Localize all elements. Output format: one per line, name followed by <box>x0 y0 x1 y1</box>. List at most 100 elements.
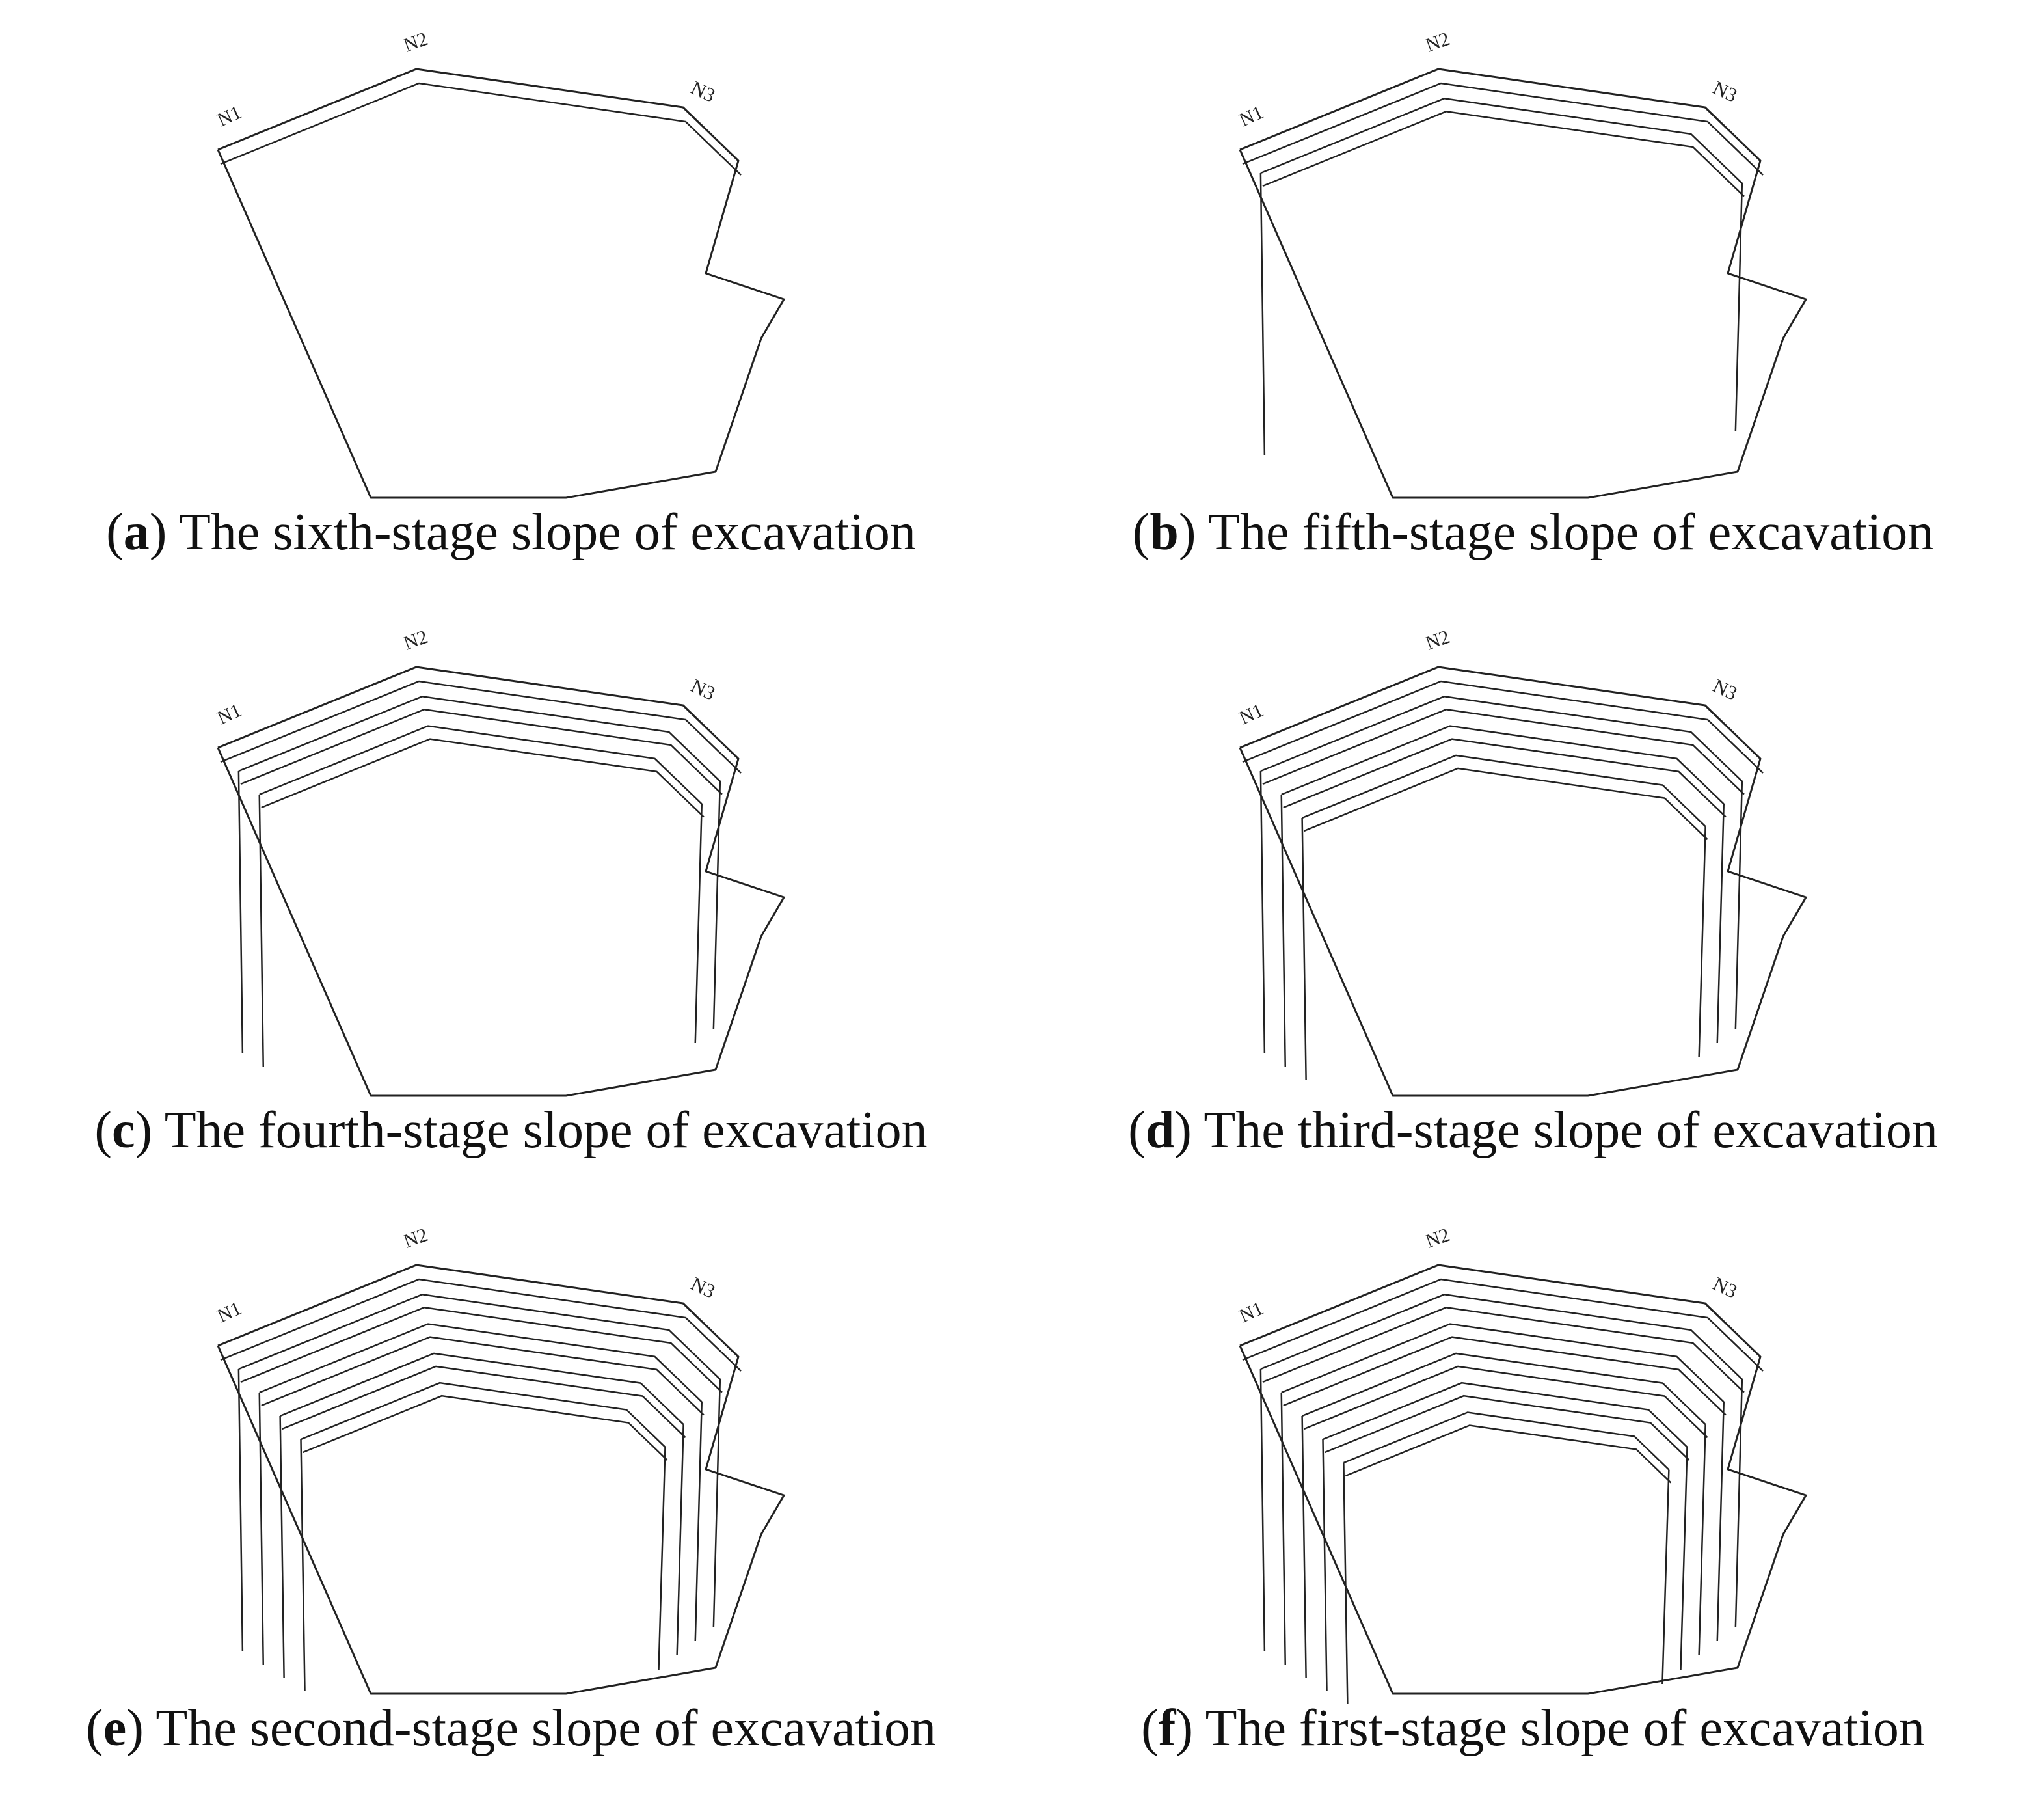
node-label-n3-e: N3 <box>688 1273 718 1302</box>
bench-1-outer-d <box>1260 696 1743 782</box>
bench-face-2-1-c <box>694 804 703 1044</box>
pit-outline-b <box>1239 68 1807 499</box>
caption-letter-d: d <box>1145 1102 1175 1159</box>
crest-line-d <box>1242 680 1764 774</box>
caption-text-b: The fifth-stage slope of excavation <box>1208 504 1934 561</box>
caption-e: (e) The second-stage slope of excavation <box>86 1700 936 1757</box>
caption-f: (f) The first-stage slope of excavation <box>1141 1700 1925 1757</box>
bench-face-4-0-f <box>1322 1439 1328 1691</box>
bench-face-3-1-f <box>1698 1424 1706 1656</box>
pit-outline-e <box>217 1264 785 1695</box>
bench-3-outer-f <box>1302 1352 1706 1426</box>
bench-face-4-1-e <box>658 1447 666 1670</box>
node-label-n2-a: N2 <box>401 28 431 57</box>
bench-face-3-0-f <box>1301 1415 1307 1678</box>
bench-1-inner-e <box>240 1307 723 1393</box>
bench-face-2-1-f <box>1716 1402 1725 1642</box>
bench-4-inner-e <box>303 1394 668 1461</box>
caption-d: (d) The third-stage slope of excavation <box>1128 1102 1938 1159</box>
bench-1-inner-f <box>1262 1307 1745 1393</box>
node-label-n1-a: N1 <box>214 102 245 131</box>
bench-face-1-0-b <box>1259 172 1266 456</box>
bench-face-3-1-e <box>676 1424 684 1656</box>
caption-text-a: The sixth-stage slope of excavation <box>178 504 916 561</box>
pit-outline-c <box>217 666 785 1097</box>
node-label-n1-f: N1 <box>1236 1298 1267 1327</box>
bench-5-outer-f <box>1343 1411 1670 1471</box>
bench-2-inner-e <box>261 1336 705 1416</box>
node-label-n2-f: N2 <box>1423 1224 1453 1253</box>
bench-2-inner-c <box>261 738 705 818</box>
node-label-n2-d: N2 <box>1423 626 1453 655</box>
bench-face-5-0-f <box>1343 1462 1349 1704</box>
node-label-n2-b: N2 <box>1423 28 1453 57</box>
bench-face-2-0-e <box>258 1392 264 1665</box>
bench-1-outer-c <box>238 696 721 782</box>
caption-text-e: The second-stage slope of excavation <box>155 1700 936 1757</box>
node-label-n3-c: N3 <box>688 675 718 704</box>
bench-face-3-0-e <box>279 1415 285 1678</box>
node-label-n1-b: N1 <box>1236 102 1267 131</box>
node-label-n1-e: N1 <box>214 1298 245 1327</box>
crest-line-b <box>1242 82 1764 176</box>
bench-face-1-1-e <box>712 1379 721 1627</box>
crest-line-a <box>220 82 742 176</box>
bench-face-1-0-f <box>1259 1368 1266 1652</box>
crest-line-c <box>220 680 742 774</box>
bench-4-outer-f <box>1323 1381 1688 1448</box>
bench-3-inner-f <box>1304 1365 1708 1439</box>
node-label-n3-d: N3 <box>1710 675 1740 704</box>
node-label-n3-f: N3 <box>1710 1273 1740 1302</box>
bench-face-1-1-c <box>712 781 721 1029</box>
caption-text-c: The fourth-stage slope of excavation <box>164 1102 928 1159</box>
bench-face-2-0-f <box>1280 1392 1286 1665</box>
bench-face-1-1-f <box>1734 1379 1743 1627</box>
bench-3-inner-d <box>1304 767 1708 841</box>
bench-face-1-0-e <box>237 1368 244 1652</box>
bench-1-outer-f <box>1260 1294 1743 1380</box>
bench-4-inner-f <box>1325 1394 1690 1461</box>
bench-2-inner-f <box>1283 1336 1727 1416</box>
bench-2-outer-c <box>259 725 703 805</box>
crest-line-e <box>220 1278 742 1372</box>
bench-face-5-1-f <box>1661 1469 1670 1685</box>
bench-face-1-1-b <box>1734 183 1743 431</box>
bench-2-outer-f <box>1281 1323 1725 1403</box>
crest-line-f <box>1242 1278 1764 1372</box>
bench-1-inner-c <box>240 709 723 795</box>
node-label-n1-c: N1 <box>214 700 245 729</box>
bench-3-inner-e <box>282 1365 686 1439</box>
bench-2-outer-e <box>259 1323 703 1403</box>
pit-outline-f <box>1239 1264 1807 1695</box>
bench-1-outer-e <box>238 1294 721 1380</box>
node-label-n3-a: N3 <box>688 77 718 106</box>
node-label-n1-d: N1 <box>1236 700 1267 729</box>
caption-text-d: The third-stage slope of excavation <box>1204 1102 1938 1159</box>
bench-face-1-0-d <box>1259 770 1266 1054</box>
bench-face-2-0-c <box>258 794 264 1067</box>
bench-1-inner-b <box>1262 111 1745 197</box>
bench-face-3-0-d <box>1301 817 1307 1080</box>
pit-outline-a <box>217 68 785 499</box>
node-label-n3-b: N3 <box>1710 77 1740 106</box>
node-label-n2-e: N2 <box>401 1224 431 1253</box>
node-label-n2-c: N2 <box>401 626 431 655</box>
bench-2-inner-d <box>1283 738 1727 818</box>
bench-1-outer-b <box>1260 98 1743 184</box>
pit-outline-d <box>1239 666 1807 1097</box>
bench-face-4-0-e <box>300 1439 306 1691</box>
caption-letter-b: b <box>1150 504 1179 561</box>
bench-face-2-0-d <box>1280 794 1286 1067</box>
caption-letter-e: e <box>103 1700 127 1757</box>
bench-face-4-1-f <box>1680 1447 1688 1670</box>
